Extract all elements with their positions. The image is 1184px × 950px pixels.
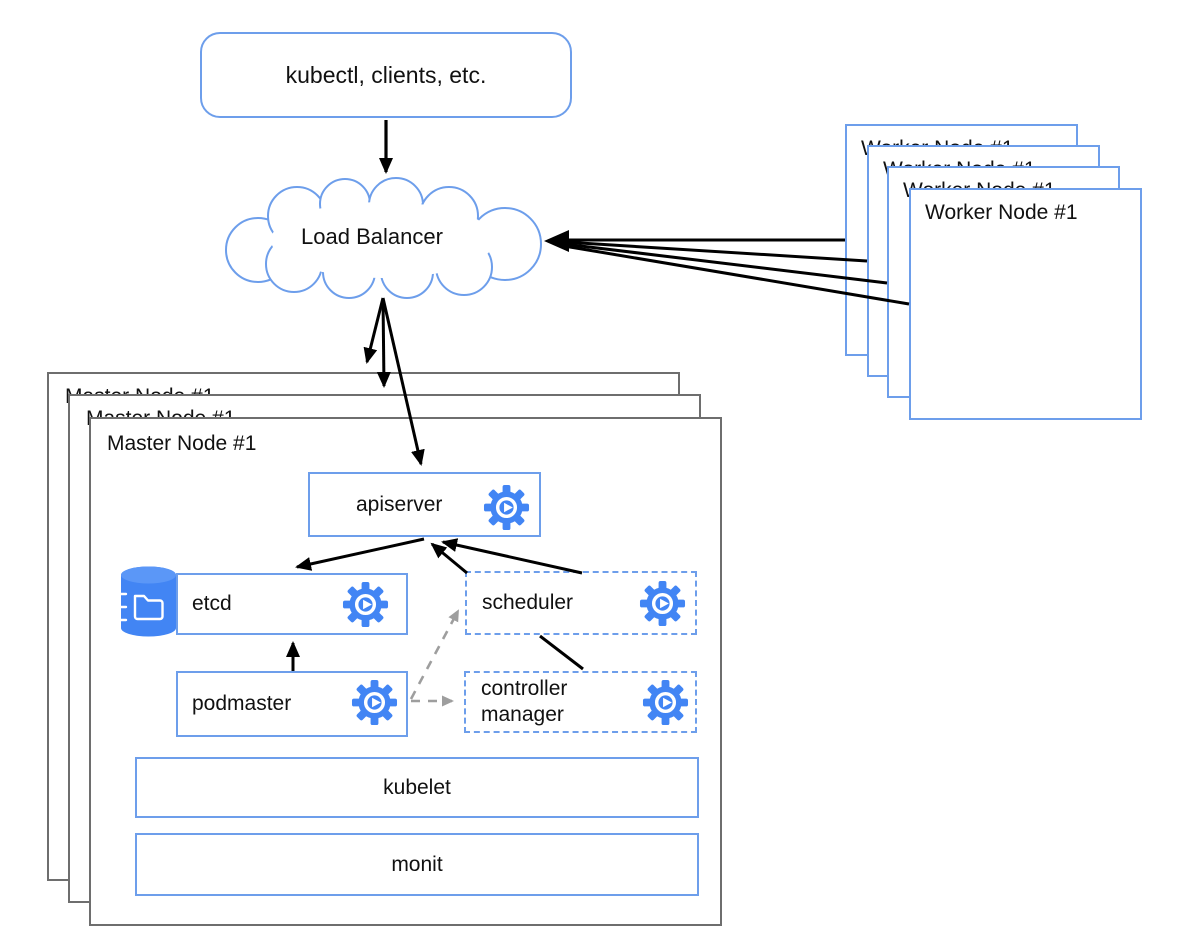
podmaster-label: podmaster bbox=[192, 692, 292, 715]
etcd-label: etcd bbox=[192, 592, 232, 615]
monit-box: monit bbox=[135, 833, 699, 896]
clients-box-label: kubectl, clients, etc. bbox=[285, 61, 487, 88]
monit-label: monit bbox=[391, 852, 443, 876]
daemon-gear-icon bbox=[642, 679, 689, 726]
worker-node-label: Worker Node #1 bbox=[925, 201, 1078, 224]
load-balancer-label: Load Balancer bbox=[301, 224, 443, 249]
database-cylinder-icon bbox=[118, 564, 179, 639]
daemon-gear-icon bbox=[342, 581, 389, 628]
controller-manager-label: controller manager bbox=[481, 677, 568, 726]
daemon-gear-icon bbox=[483, 484, 530, 531]
scheduler-label: scheduler bbox=[482, 591, 574, 614]
arrow-lb-to-master-back bbox=[363, 297, 385, 364]
kubelet-label: kubelet bbox=[383, 775, 451, 799]
daemon-gear-icon bbox=[351, 679, 398, 726]
master-node-label: Master Node #1 bbox=[107, 432, 257, 455]
daemon-gear-icon bbox=[639, 580, 686, 627]
arrowhead-workers-to-lb bbox=[544, 230, 569, 252]
controller-manager-box: controller manager bbox=[464, 671, 697, 733]
clients-box: kubectl, clients, etc. bbox=[200, 32, 572, 118]
worker-node-1: Worker Node #1 bbox=[909, 188, 1142, 420]
apiserver-label: apiserver bbox=[356, 492, 443, 516]
kubelet-box: kubelet bbox=[135, 757, 699, 818]
